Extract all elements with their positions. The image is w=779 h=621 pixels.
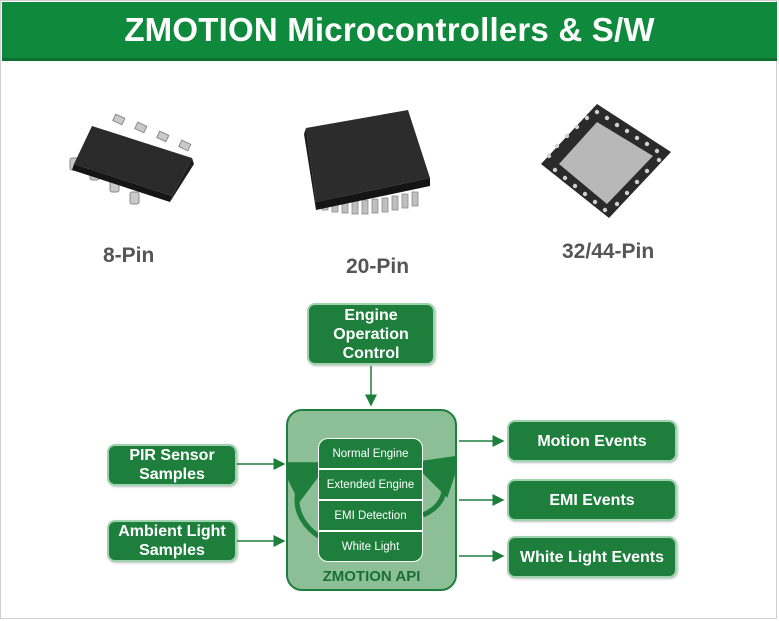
white-light-events-label: White Light Events bbox=[520, 548, 664, 566]
zmotion-api-label: ZMOTION API bbox=[322, 568, 421, 585]
qfn-chip-icon bbox=[541, 104, 671, 218]
pir-sensor-samples-box: PIR Sensor Samples bbox=[107, 444, 237, 486]
left-loop-arrow bbox=[286, 462, 330, 540]
right-loop-arrow bbox=[411, 455, 457, 518]
api-block-stack: Normal Engine Extended Engine EMI Detect… bbox=[318, 438, 423, 562]
white-light-events-box: White Light Events bbox=[507, 536, 677, 578]
api-block-normal-engine: Normal Engine bbox=[318, 438, 423, 469]
soic-20-chip-icon bbox=[304, 110, 430, 215]
engine-operation-control-label: Engine Operation Control bbox=[333, 306, 409, 362]
emi-events-label: EMI Events bbox=[549, 491, 635, 509]
page-title: ZMOTION Microcontrollers & S/W bbox=[124, 11, 655, 48]
ambient-light-samples-label: Ambient Light Samples bbox=[118, 523, 226, 559]
package-label-20-pin: 20-Pin bbox=[346, 255, 410, 278]
motion-events-label: Motion Events bbox=[537, 432, 647, 450]
ambient-light-samples-box: Ambient Light Samples bbox=[107, 520, 237, 562]
package-label-32-44-pin: 32/44-Pin bbox=[562, 240, 655, 263]
engine-operation-control-box: Engine Operation Control bbox=[307, 303, 435, 365]
title-underline bbox=[2, 58, 777, 61]
api-loop-arrows bbox=[286, 455, 457, 540]
api-block-white-light: White Light bbox=[318, 531, 423, 562]
package-label-8-pin: 8-Pin bbox=[103, 244, 155, 267]
motion-events-box: Motion Events bbox=[507, 420, 677, 462]
pir-sensor-samples-label: PIR Sensor Samples bbox=[129, 447, 215, 483]
api-block-emi-detection: EMI Detection bbox=[318, 500, 423, 531]
emi-events-box: EMI Events bbox=[507, 479, 677, 521]
soic-8-chip-icon bbox=[69, 113, 194, 205]
api-block-extended-engine: Extended Engine bbox=[318, 469, 423, 500]
title-bar: ZMOTION Microcontrollers & S/W bbox=[2, 2, 777, 58]
